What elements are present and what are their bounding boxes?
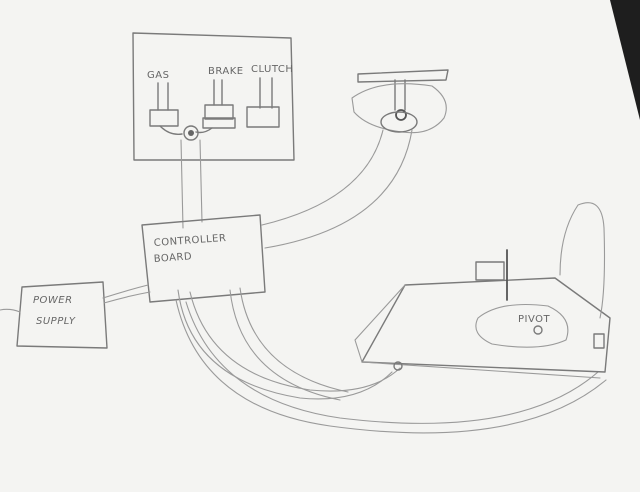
gas-pedal bbox=[149, 82, 179, 127]
shifter-cables bbox=[175, 287, 607, 434]
pedal-sensor bbox=[183, 125, 199, 141]
pedal-cable bbox=[180, 139, 203, 229]
power-label-line1: POWER bbox=[33, 295, 73, 306]
brake-label: BRAKE bbox=[208, 66, 244, 77]
clutch-label: CLUTCH bbox=[251, 64, 293, 75]
controller-label-line2: BOARD bbox=[153, 251, 192, 265]
pedal-box bbox=[132, 32, 295, 161]
steering-sensor bbox=[395, 109, 407, 121]
clutch-pedal bbox=[246, 77, 280, 128]
controller-label-line1: CONTROLLER bbox=[153, 233, 226, 249]
shifter-platform bbox=[354, 202, 611, 379]
power-label-line2: SUPPLY bbox=[36, 316, 76, 327]
controller-board: CONTROLLER BOARD bbox=[141, 214, 266, 303]
platform-sensor-left bbox=[393, 361, 403, 371]
platform-sensor-right bbox=[593, 333, 605, 349]
steering-wheel bbox=[351, 69, 449, 134]
power-supply: POWER SUPPLY bbox=[16, 281, 108, 349]
gas-label: GAS bbox=[147, 70, 169, 81]
pivot-point bbox=[533, 325, 543, 335]
brake-pedal bbox=[202, 79, 236, 129]
shifter-base bbox=[475, 261, 505, 281]
power-cable bbox=[0, 284, 151, 313]
pivot-label: PIVOT bbox=[518, 314, 551, 325]
steering-cable bbox=[261, 129, 413, 249]
